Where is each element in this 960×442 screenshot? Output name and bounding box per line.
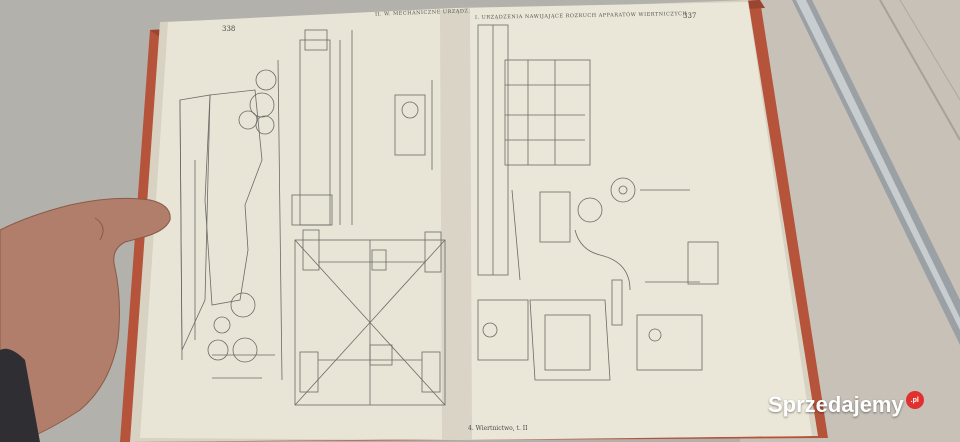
left-technical-drawing [179,29,446,406]
watermark-badge: .pl [905,391,924,409]
hand [0,197,171,442]
metal-ruler [792,0,960,345]
right-page-number: 337 [683,12,697,20]
right-page-footer: 4. Wiertnictwo, t. II [468,425,528,432]
sleeve [0,348,40,442]
right-page [455,2,812,440]
watermark-text: Sprzedajemy [768,392,904,417]
left-page-number: 338 [222,25,236,33]
gutter [440,8,472,440]
right-technical-drawing [477,24,719,381]
watermark-logo: Sprzedajemy .pl [768,391,924,418]
